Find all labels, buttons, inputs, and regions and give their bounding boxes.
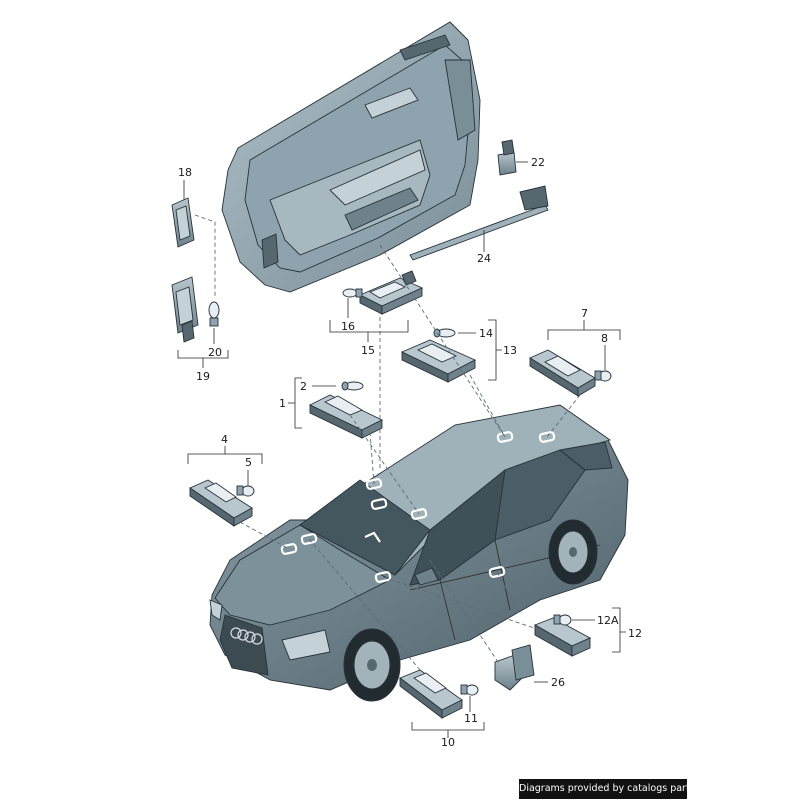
callout-14: 14 xyxy=(479,327,493,340)
door-trim-panel xyxy=(221,21,481,293)
part-7-reading-lamp xyxy=(529,349,596,397)
part-15-courtesy-lamp xyxy=(358,270,424,315)
part-13-interior-lamp xyxy=(400,339,477,383)
callout-16: 16 xyxy=(341,320,355,333)
part-10-door-warning-lamp xyxy=(399,669,463,719)
part-16-bulb xyxy=(342,288,363,298)
part-2-bulb xyxy=(341,381,364,391)
part-12-boot-lamp xyxy=(533,617,592,657)
callout-26: 26 xyxy=(551,676,565,689)
callout-19: 19 xyxy=(196,370,210,383)
part-19-warning-lamp xyxy=(171,276,199,343)
part-5-bulb xyxy=(236,485,255,497)
audi-rings-logo xyxy=(230,627,263,645)
callout-10: 10 xyxy=(441,736,455,749)
part-1-front-reading-lamp xyxy=(308,394,384,439)
callout-labels: 22 24 18 19 20 15 16 14 13 7 8 2 1 4 5 1… xyxy=(178,156,642,749)
car-sedan xyxy=(209,404,629,702)
callout-2: 2 xyxy=(300,380,307,393)
location-lines xyxy=(194,214,581,671)
part-12a-bulb xyxy=(553,614,572,626)
callout-22: 22 xyxy=(531,156,545,169)
callout-18: 18 xyxy=(178,166,192,179)
callout-8: 8 xyxy=(601,332,608,345)
rear-wheel xyxy=(548,519,598,585)
callout-1: 1 xyxy=(279,397,286,410)
part-22-switch xyxy=(497,139,517,176)
leader-lines xyxy=(177,161,626,738)
part-18-entrance-lamp xyxy=(171,197,195,248)
callout-13: 13 xyxy=(503,344,517,357)
callout-7: 7 xyxy=(581,307,588,320)
part-4-footwell-lamp xyxy=(189,479,253,527)
callout-20: 20 xyxy=(208,346,222,359)
part-24-trim-strip xyxy=(409,185,549,261)
callout-12a: 12A xyxy=(597,614,619,627)
part-14-bulb xyxy=(433,328,456,338)
callout-5: 5 xyxy=(245,456,252,469)
part-8-bulb xyxy=(594,370,612,382)
callout-11: 11 xyxy=(464,712,478,725)
callout-4: 4 xyxy=(221,433,228,446)
part-20-bulb xyxy=(208,301,220,327)
part-11-bulb xyxy=(460,684,479,696)
credit-banner: Diagrams provided by catalogs parts xyxy=(519,779,695,799)
callout-12: 12 xyxy=(628,627,642,640)
part-26-holder xyxy=(494,644,535,691)
callout-15: 15 xyxy=(361,344,375,357)
callout-24: 24 xyxy=(477,252,491,265)
front-wheel xyxy=(343,628,401,702)
lamp-location-markers xyxy=(280,431,556,583)
